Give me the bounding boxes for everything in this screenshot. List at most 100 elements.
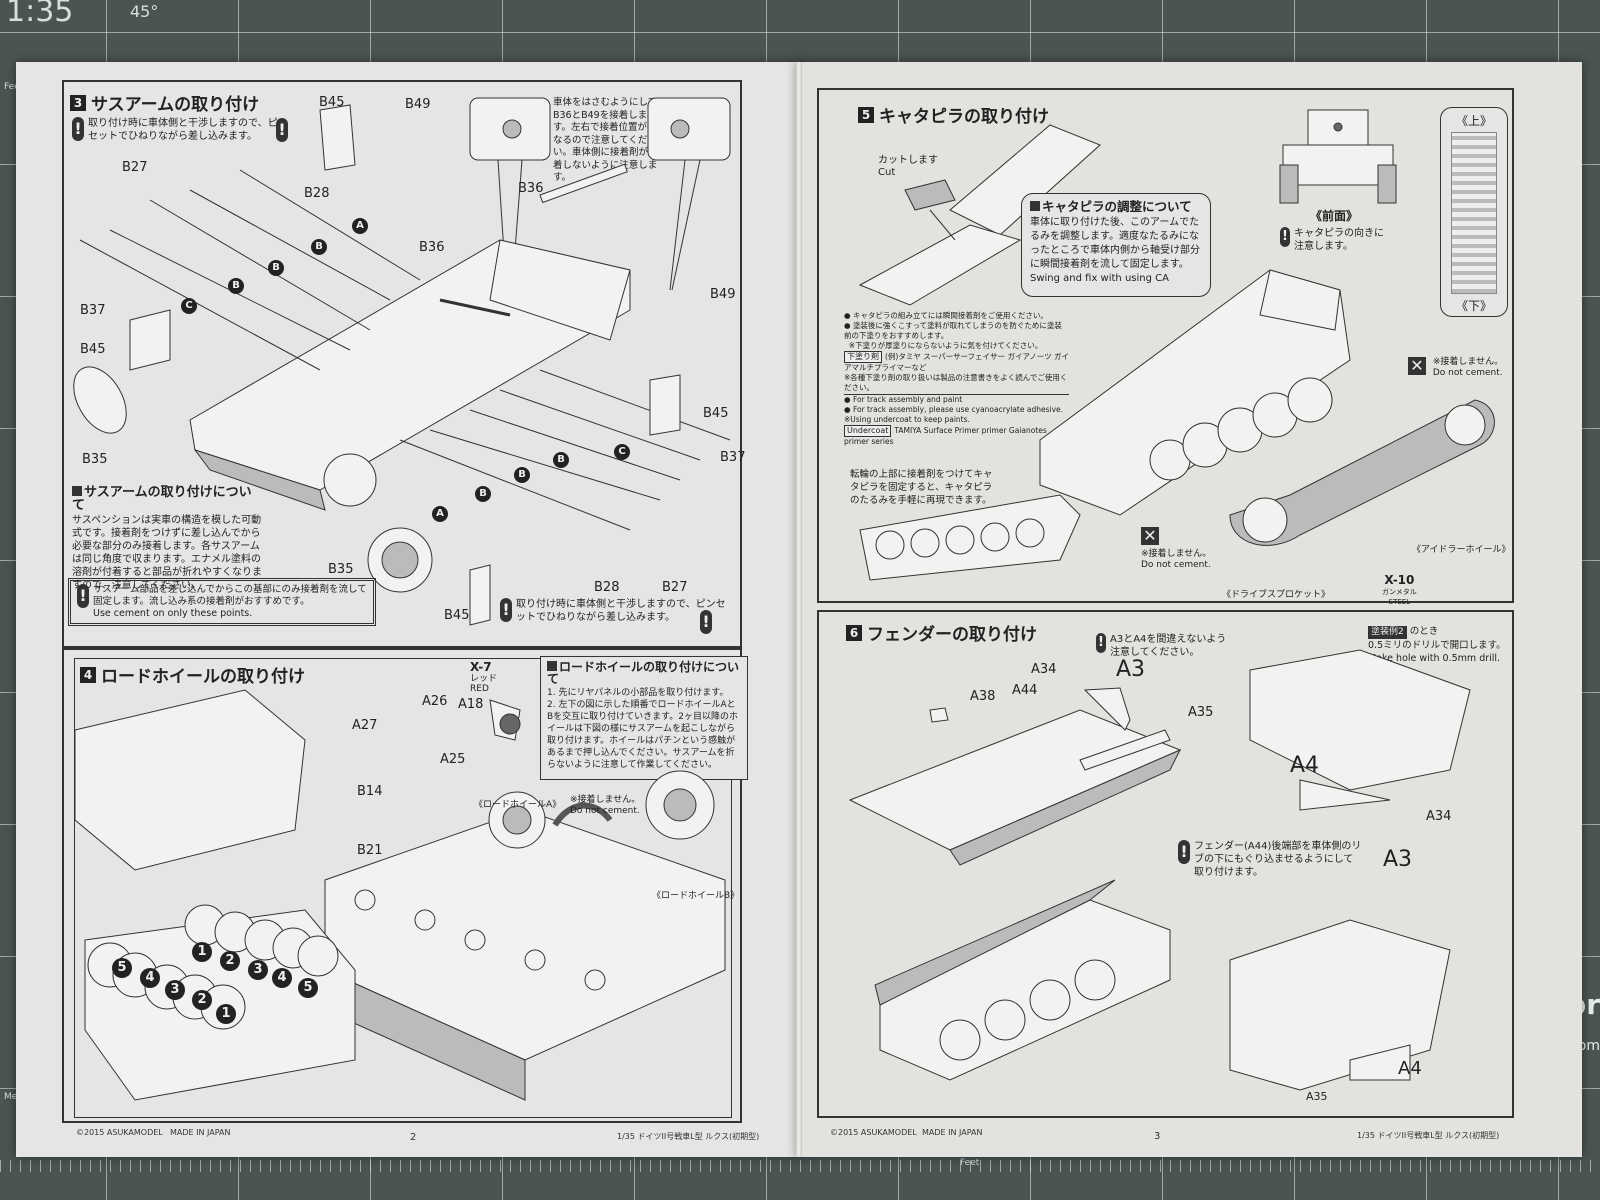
step6-panel	[817, 610, 1514, 1118]
rear-detail-lower	[1230, 920, 1450, 1090]
part-label: A38	[970, 689, 996, 704]
wheel-order-4: 4	[140, 968, 160, 988]
part-label: B37	[720, 450, 746, 465]
part-label: B28	[304, 186, 330, 201]
track-adjust-note: キャタピラの調整について 車体に取り付けた後、このアームでたるみを調整します。適…	[1021, 193, 1211, 297]
step5-title-text: キャタピラの取り付け	[879, 107, 1049, 127]
step4-note-title: ロードホイールの取り付けについて	[547, 660, 740, 686]
mat-angle-label: 45°	[130, 2, 159, 21]
no-cement-icon: ✕	[1408, 357, 1426, 375]
wheel-stubs	[355, 890, 605, 990]
step4-number: 4	[80, 666, 96, 683]
step4-title-text: ロードホイールの取り付け	[101, 667, 305, 687]
track-adjust-title: キャタピラの調整について	[1042, 199, 1192, 214]
step3-warning-top: ! 取り付け時に車体側と干渉しますので、ピンセットでひねりながら差し込みます。	[72, 117, 292, 143]
part-b45-left	[130, 310, 170, 370]
step6-drawing	[830, 650, 1510, 1110]
part-label: A26	[422, 694, 448, 709]
marker-b: B	[268, 260, 284, 276]
undercoat-tag-jp: 下塗り剤	[844, 351, 882, 363]
exclamation-icon: !	[700, 610, 712, 634]
made-in: MADE IN JAPAN	[170, 1128, 231, 1137]
marker-b: B	[228, 278, 244, 294]
idler-wheel	[1445, 405, 1485, 445]
part-label: A44	[1012, 683, 1038, 698]
no-cement-note-idler: ✕ ※接着しません。Do not cement.	[1408, 357, 1503, 379]
track-link-lower	[860, 225, 1020, 305]
drive-sprocket-housing	[324, 454, 376, 506]
mat-feet-bottom-label: Feet	[960, 1158, 980, 1168]
part-label: B45	[80, 342, 106, 357]
part-label: B49	[710, 287, 736, 302]
marker-a: A	[352, 218, 368, 234]
road-wheels	[1150, 378, 1332, 480]
exclamation-icon: !	[77, 584, 89, 608]
rear-detail-upper	[1250, 650, 1470, 790]
idler-wheel-label: 《アイドラーホイール》	[1412, 545, 1511, 555]
part-label-a3: A3	[1116, 657, 1146, 682]
page-fold	[796, 62, 802, 1157]
track-top-label: 《上》	[1455, 114, 1492, 128]
no-cement-note: ※接着しません。 Do not cement.	[570, 795, 641, 816]
copyright: ©2015 ASUKAMODEL	[830, 1128, 917, 1137]
part-label: B45	[319, 95, 345, 110]
step3-warning-bottom: ! 取り付け時に車体側と干渉しますので、ピンセットでひねりながら差し込みます。	[500, 598, 730, 624]
part-label: B27	[122, 160, 148, 175]
step4-drawing	[75, 680, 745, 1120]
step4-note-item: 2. 左下の図に示した順番でロードホイールAとBを交互に取り付けていきます。2ヶ…	[547, 700, 739, 770]
wheel-a-label: 《ロードホイールA》	[474, 800, 562, 810]
lr-pin-left	[503, 120, 521, 138]
rear-hull	[75, 690, 305, 870]
fender-road-wheels	[940, 960, 1115, 1060]
marker-b: B	[475, 486, 491, 502]
track-link-upper	[950, 125, 1100, 235]
product-name: 1/35 ドイツII号戦車L型 ルクス(初期型)	[1357, 1131, 1500, 1140]
wheel-order-2: 2	[220, 951, 240, 971]
track-orientation-warning: ! キャタピラの向きに注意します。	[1280, 227, 1390, 253]
track-adjust-body: 車体に取り付けた後、このアームでたるみを調整します。適度なたるみになったところで…	[1030, 217, 1200, 270]
side-view-wheels	[876, 519, 1044, 559]
fender-a35	[1080, 730, 1170, 770]
wheel-b-label: 《ロードホイールB》	[652, 891, 740, 901]
step4-panel	[62, 648, 742, 1123]
part-label: A35	[1306, 1090, 1328, 1103]
mat-feet-label: Feet	[4, 82, 24, 92]
made-in: MADE IN JAPAN	[922, 1128, 983, 1137]
part-label-a4: A4	[1290, 753, 1320, 778]
wheel-order-2: 2	[192, 990, 212, 1010]
step3-number: 3	[70, 94, 86, 111]
part-a4-lower	[1350, 1045, 1410, 1080]
part-label: A25	[440, 752, 466, 767]
cutting-mat-ruler	[0, 1160, 1600, 1200]
track-bottom-label: 《下》	[1455, 299, 1492, 313]
step4-title: 4 ロードホイールの取り付け	[80, 662, 305, 687]
exclamation-icon: !	[1096, 633, 1106, 653]
product-name: 1/35 ドイツII号戦車L型 ルクス(初期型)	[617, 1132, 760, 1141]
cut-label: カットします Cut	[878, 155, 938, 178]
paint-callout-x7: X-7 レッド RED	[470, 660, 498, 694]
part-label: B37	[80, 303, 106, 318]
step5-panel	[817, 88, 1514, 603]
part-label: B45	[703, 406, 729, 421]
exclamation-icon: !	[1280, 227, 1290, 247]
wheel-order-1: 1	[192, 942, 212, 962]
no-cement-note-sprocket: ✕ ※接着しません。 Do not cement.	[1141, 526, 1212, 570]
part-a38	[930, 708, 948, 722]
step3-note: サスアームの取り付けについて サスペンションは実車の構造を模した可動式です。接着…	[72, 486, 262, 592]
part-label-a4: A4	[1398, 1058, 1422, 1079]
part-label-a3: A3	[1383, 847, 1413, 872]
part-label: A27	[352, 718, 378, 733]
copyright: ©2015 ASUKAMODEL	[76, 1128, 163, 1137]
step6-title: 6 フェンダーの取り付け	[846, 620, 1037, 645]
track-sag-note: 転輪の上部に接着剤をつけてキャタピラを固定すると、キャタピラのたるみを手軽に再現…	[850, 469, 993, 506]
part-label: B27	[662, 580, 688, 595]
part-label: B21	[357, 843, 383, 858]
step5-number: 5	[858, 106, 874, 123]
part-b45-top	[320, 105, 355, 170]
page-number: 2	[410, 1132, 417, 1143]
front-view-label: 《前面》	[1310, 209, 1359, 223]
part-label: B28	[594, 580, 620, 595]
part-a34	[1085, 688, 1130, 730]
fender-warning: ! フェンダー(A44)後端部を車体側のリブの下にもぐり込ませるようにして取り付…	[1178, 840, 1363, 879]
track-paint-notes: ● キャタピラの組み立てには瞬間接着剤をご使用ください。 ● 塗装後に強くこすっ…	[844, 311, 1070, 446]
